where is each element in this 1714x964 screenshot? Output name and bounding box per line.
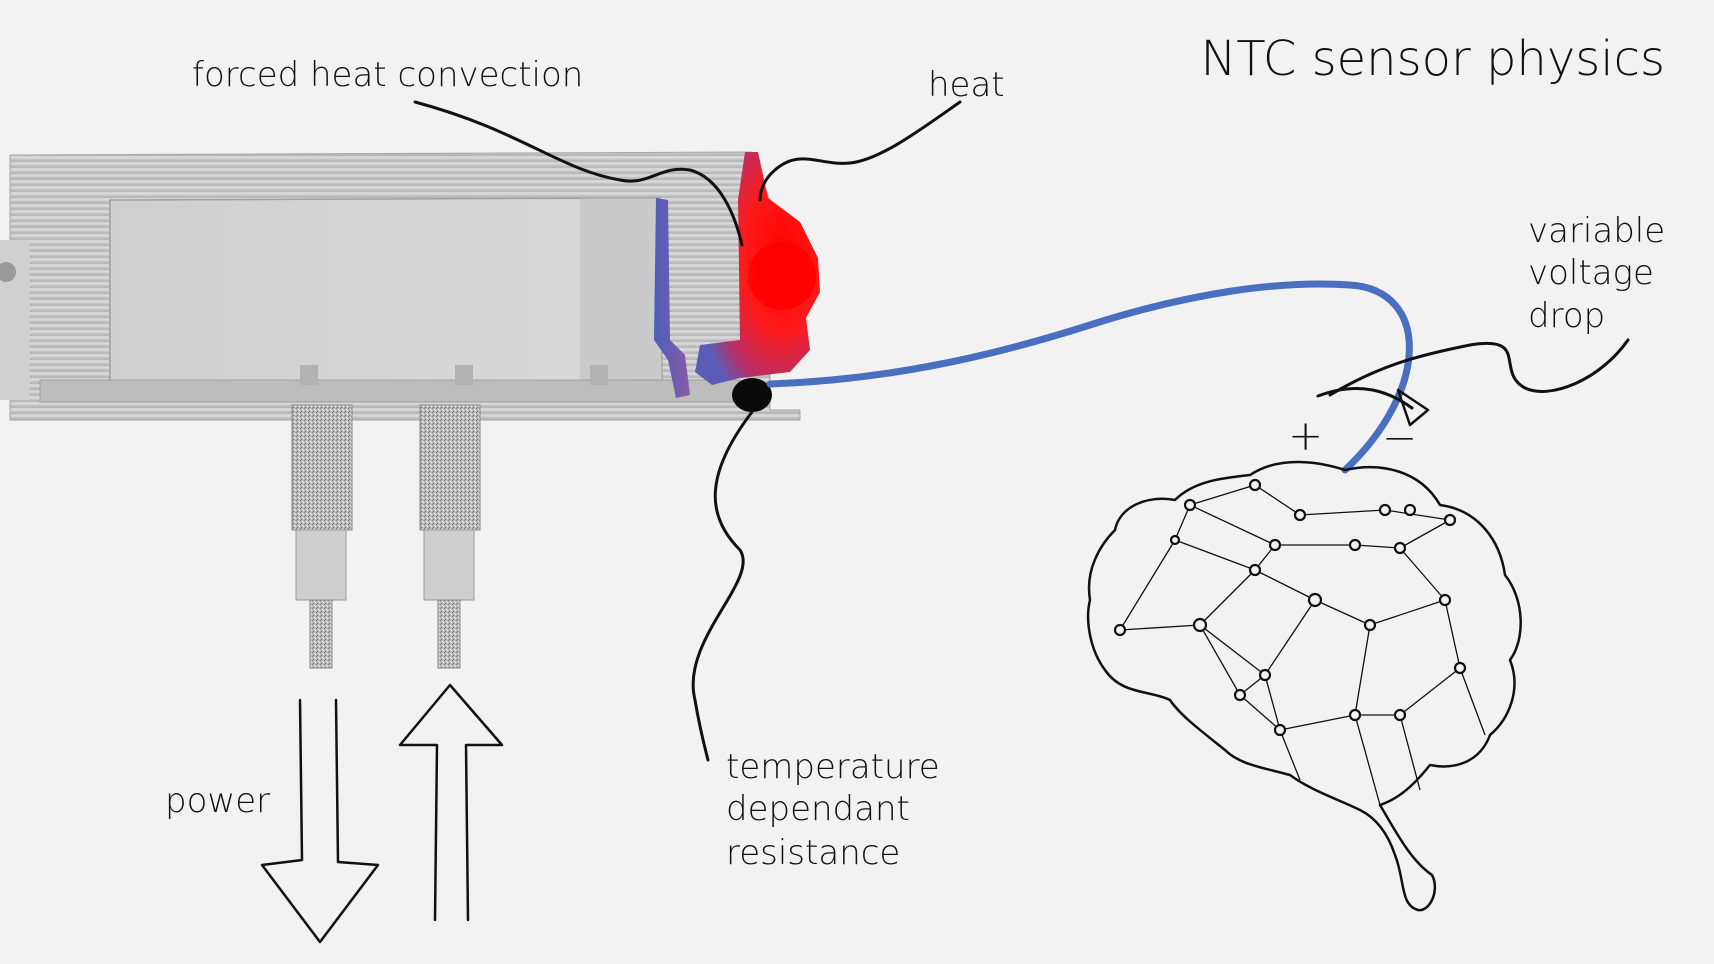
leader-temperature xyxy=(691,410,754,762)
label-temperature-line2: dependant xyxy=(726,789,910,829)
power-down-arrow xyxy=(260,698,380,944)
label-temperature-line3: resistance xyxy=(726,833,900,873)
label-minus: − xyxy=(1382,413,1417,462)
label-voltage-line1: variable xyxy=(1528,211,1665,251)
label-power: power xyxy=(165,781,270,821)
heater-block-illustration xyxy=(0,151,820,669)
power-up-arrow xyxy=(398,683,504,922)
label-temperature-line1: temperature xyxy=(726,747,940,787)
brain-network-icon xyxy=(1086,460,1522,912)
power-flow-arrows xyxy=(260,683,504,944)
leader-voltage-drop xyxy=(1328,338,1630,397)
label-voltage-line3: drop xyxy=(1528,296,1605,336)
label-forced-convection: forced heat convection xyxy=(192,55,583,95)
signal-wire xyxy=(766,280,1413,474)
label-plus: + xyxy=(1288,411,1323,460)
label-heat: heat xyxy=(928,65,1005,105)
label-voltage-line2: voltage xyxy=(1528,253,1654,293)
leader-forced-convection xyxy=(413,100,744,247)
ntc-sensor-bead-icon xyxy=(732,378,772,412)
voltage-arrow-head xyxy=(1396,388,1430,427)
leader-heat xyxy=(758,100,962,202)
voltage-arrow xyxy=(1316,386,1414,410)
page-title: NTC sensor physics xyxy=(1200,31,1665,87)
